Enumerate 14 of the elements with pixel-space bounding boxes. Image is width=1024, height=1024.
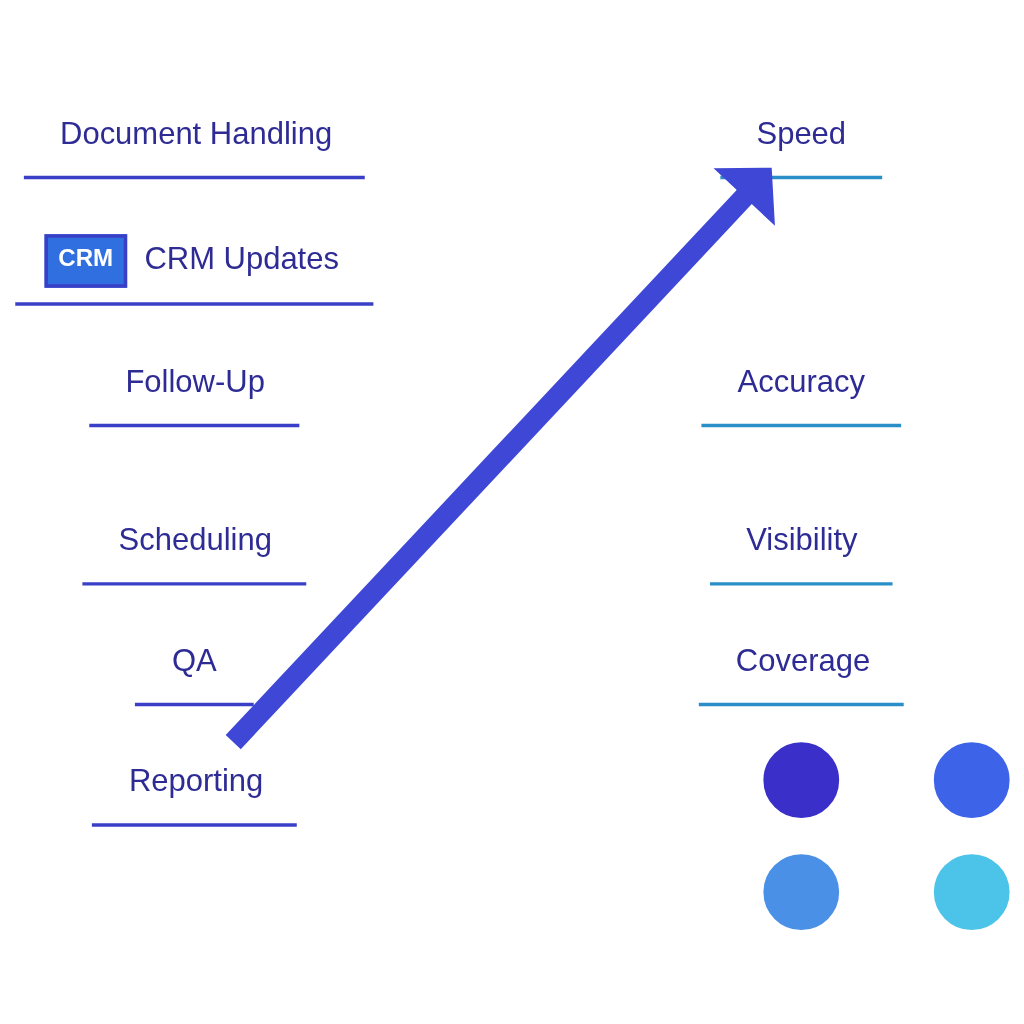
- node-text: Visibility: [746, 522, 858, 558]
- node-circle: [933, 854, 1010, 930]
- node-text: Scheduling: [118, 522, 272, 558]
- node-text: Coverage: [735, 642, 871, 678]
- node-text: Accuracy: [737, 363, 865, 399]
- node-text: Speed: [756, 115, 847, 151]
- node-text: Follow-Up: [125, 363, 265, 399]
- node-text: Document Handling: [60, 115, 333, 151]
- node-circle: [933, 742, 1010, 819]
- arrow: [225, 167, 775, 750]
- node-text: Reporting: [128, 763, 264, 799]
- node-circle: [763, 854, 840, 930]
- node-circle: [763, 742, 840, 819]
- node-text: QA: [171, 642, 217, 678]
